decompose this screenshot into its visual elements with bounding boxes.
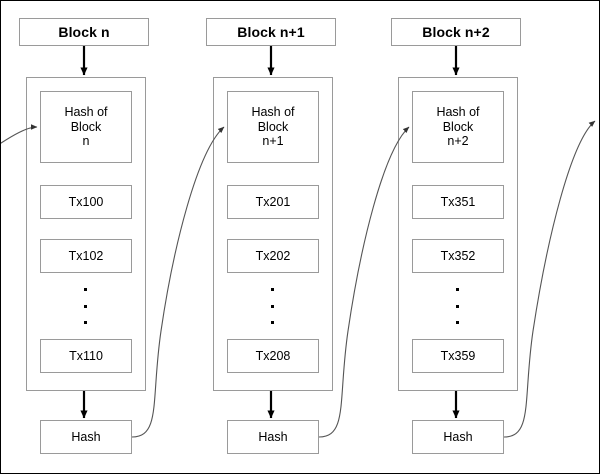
hash-of-block-n-plus-1: Hash of Block n+1 <box>227 91 319 163</box>
hash-of-block-n: Hash of Block n <box>40 91 132 163</box>
tx-box: Tx352 <box>412 239 504 273</box>
hash-of-block-n2-line-2: Block <box>442 119 474 134</box>
ellipsis-vertical <box>270 288 275 324</box>
hash-of-block-n-line-3: n <box>82 134 90 149</box>
tx-box: Tx351 <box>412 185 504 219</box>
hash-of-block-n2-line-1: Hash of <box>436 104 480 119</box>
hash-of-block-n1-line-2: Block <box>257 119 289 134</box>
hash-of-block-n1-line-1: Hash of <box>251 104 295 119</box>
block-title-n: Block n <box>19 18 149 46</box>
hash-of-block-n-line-2: Block <box>70 119 102 134</box>
tx-box: Tx208 <box>227 339 319 373</box>
ellipsis-vertical <box>455 288 460 324</box>
tx-box: Tx100 <box>40 185 132 219</box>
tx-box: Tx202 <box>227 239 319 273</box>
tx-box: Tx359 <box>412 339 504 373</box>
block-hash-output-n-plus-2: Hash <box>412 420 504 454</box>
block-title-n-plus-1: Block n+1 <box>206 18 336 46</box>
ellipsis-vertical <box>83 288 88 324</box>
hash-of-block-n2-line-3: n+2 <box>447 134 469 149</box>
block-hash-output-n: Hash <box>40 420 132 454</box>
tx-box: Tx110 <box>40 339 132 373</box>
hash-of-block-n-plus-2: Hash of Block n+2 <box>412 91 504 163</box>
block-hash-output-n-plus-1: Hash <box>227 420 319 454</box>
block-title-n-plus-2: Block n+2 <box>391 18 521 46</box>
tx-box: Tx201 <box>227 185 319 219</box>
tx-box: Tx102 <box>40 239 132 273</box>
hash-of-block-n1-line-3: n+1 <box>262 134 284 149</box>
hash-of-block-n-line-1: Hash of <box>64 104 108 119</box>
